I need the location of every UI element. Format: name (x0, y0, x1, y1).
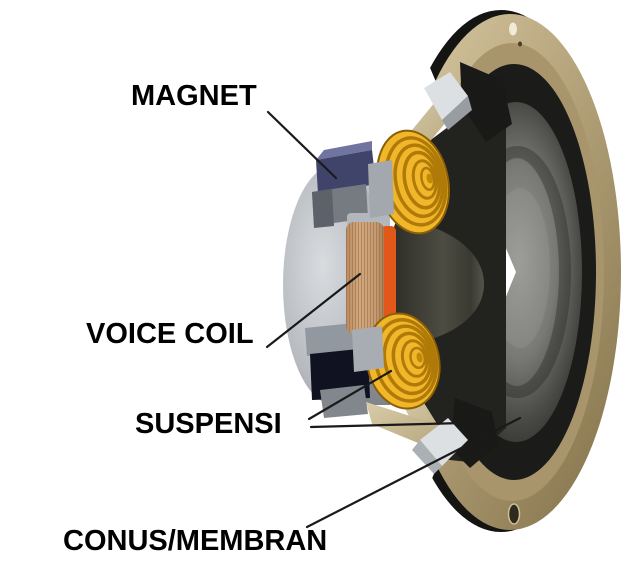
label-voice-coil: VOICE COIL (86, 318, 254, 350)
screw-hole-bottom (507, 503, 521, 525)
leader-suspensi-spider (307, 369, 393, 421)
pole-plate-bottom (305, 323, 356, 356)
leader-voice-coil (265, 272, 362, 349)
label-conus-membran: CONUS/MEMBRAN (63, 525, 328, 557)
coil-former (381, 226, 396, 332)
surround-cut-upper (460, 62, 512, 142)
leader-lines (265, 110, 522, 529)
magnet-top (312, 141, 376, 228)
dust-cap (392, 218, 484, 346)
spider-suspension-lower (365, 312, 441, 410)
magnet-top-front (316, 150, 376, 194)
frame-post-lower (352, 326, 384, 372)
label-magnet: MAGNET (131, 80, 257, 112)
rim-screw-holes (507, 22, 522, 525)
spider-lower-ring (391, 331, 432, 387)
pole-plate-top-edge (312, 189, 334, 228)
spider-upper-ring (411, 159, 438, 200)
spider-upper-ring (393, 143, 445, 219)
cut-face-upper (424, 62, 512, 142)
spider-lower-ring (409, 346, 427, 370)
magnet-top-face (316, 141, 372, 160)
screw-hole-top-dot (518, 41, 522, 47)
gasket-lower (420, 418, 468, 466)
spider-lower-center (416, 352, 423, 363)
leader-magnet (266, 110, 338, 180)
voice-coil-winding-texture (346, 222, 384, 334)
gasket-lower-facet (412, 440, 442, 474)
spider-upper-ring (420, 166, 436, 191)
surround-cut-lower (450, 398, 498, 468)
frame-post-upper (368, 160, 394, 218)
spider-upper-center (426, 173, 433, 184)
gasket-upper (424, 72, 468, 120)
cut-face-lower (412, 398, 498, 474)
spider-upper-ring (402, 150, 442, 210)
spider-lower-ring (400, 339, 429, 378)
spider-lower-ring (382, 324, 436, 396)
voice-coil-assembly (346, 213, 396, 334)
gasket-upper-facet (442, 96, 472, 130)
screw-hole-top (509, 22, 517, 36)
label-suspensi: SUSPENSI (135, 408, 282, 440)
leader-suspensi-surround (309, 421, 465, 429)
pole-plate-bottom-slab (320, 385, 368, 418)
leader-conus-membran (305, 416, 522, 529)
